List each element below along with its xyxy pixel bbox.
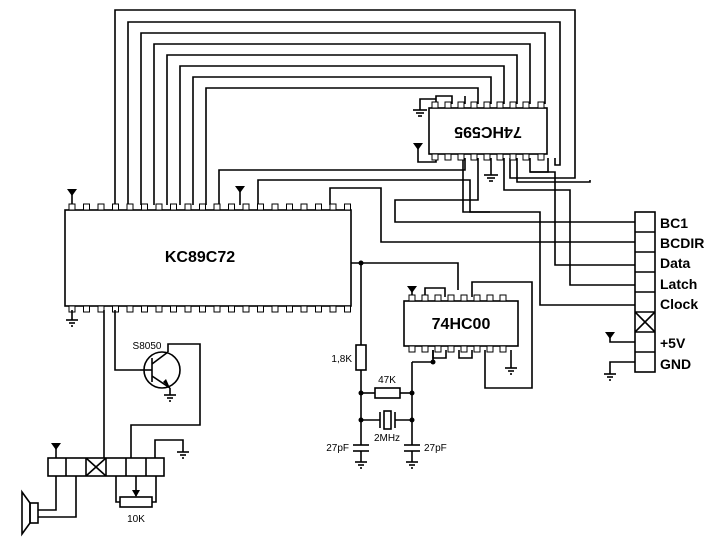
transistor: S8050	[130, 341, 201, 458]
resistor-47k: 47K	[374, 375, 401, 399]
mcu-pin	[184, 305, 192, 313]
mcu-pin	[271, 203, 279, 211]
mcu-pin	[184, 203, 192, 211]
mcu-pin	[170, 305, 177, 313]
capacitor-1: 27pF	[326, 443, 369, 469]
data-bus-wires	[114, 9, 576, 205]
resistor-2-label: 47K	[378, 375, 396, 386]
mcu-pin	[213, 305, 221, 313]
oscillator-wiring	[351, 260, 459, 445]
potentiometer: 10K	[115, 476, 157, 525]
mcu-bottom-wiring	[66, 310, 140, 458]
crystal-2mhz: 2MHz	[374, 410, 400, 444]
resistor-1-label: 1,8K	[331, 354, 352, 365]
transistor-label: S8050	[133, 341, 162, 352]
pin-label-gnd: GND	[660, 356, 691, 372]
potentiometer-label: 10K	[127, 514, 145, 525]
mcu-pin	[213, 203, 221, 211]
mcu-pin	[141, 305, 148, 313]
pin-label-clock: Clock	[660, 296, 698, 312]
mcu-pin	[83, 203, 90, 211]
mcu-label: KC89C72	[165, 249, 235, 266]
mcu-pin	[242, 305, 250, 313]
mcu-pin	[112, 203, 119, 211]
mcu-pin	[199, 203, 206, 211]
shift-register-pins	[431, 101, 545, 161]
mcu-pin	[257, 203, 264, 211]
mcu-pin	[199, 305, 206, 313]
mcu-pin	[344, 203, 351, 211]
mcu-pin	[228, 203, 235, 211]
mcu-pin	[170, 203, 177, 211]
mcu-pin	[257, 305, 264, 313]
mcu-pin	[155, 305, 163, 313]
speaker-icon	[21, 476, 77, 537]
pin-label-latch: Latch	[660, 276, 697, 292]
mcu-pin	[155, 203, 163, 211]
mcu-pin	[242, 203, 250, 211]
mcu-pin	[315, 203, 322, 211]
crystal-label: 2MHz	[374, 433, 400, 444]
mcu-pin	[271, 305, 279, 313]
mcu-pin	[300, 203, 308, 211]
control-wires	[67, 179, 635, 306]
pin-label-bc1: BC1	[660, 215, 688, 231]
resistor-1-8k: 1,8K	[331, 344, 367, 371]
mcu-pin	[97, 203, 105, 211]
mcu-pin	[286, 305, 293, 313]
mcu-pin	[126, 305, 134, 313]
mcu-pin	[286, 203, 293, 211]
nand-gate-wiring	[407, 281, 533, 389]
shift-register-label: 74HC595	[454, 123, 522, 140]
shift-register-top-wiring	[413, 95, 466, 117]
mcu-pins	[68, 203, 351, 313]
nand-gate-chip: 74HC00	[403, 294, 519, 353]
capacitor-1-label: 27pF	[326, 443, 349, 454]
mcu-pin	[126, 203, 134, 211]
mcu-pin	[329, 305, 337, 313]
capacitor-2: 27pF	[404, 443, 447, 469]
nand-gate-pins	[408, 294, 507, 353]
mcu-pin	[83, 305, 90, 313]
nand-gate-label: 74HC00	[432, 316, 491, 333]
capacitor-2-label: 27pF	[424, 443, 447, 454]
right-connector: BC1 BCDIR Data Latch Clock +5V GND	[604, 211, 704, 381]
pin-label-data: Data	[660, 255, 691, 271]
mcu-pin	[228, 305, 235, 313]
mcu-pin	[68, 203, 76, 211]
pin-label-bcdir: BCDIR	[660, 235, 704, 251]
mcu-pin	[344, 305, 351, 313]
shift-register-chip: 74HC595	[428, 101, 548, 161]
mcu-pin	[97, 305, 105, 313]
pin-label-5v: +5V	[660, 335, 686, 351]
mcu-pin	[300, 305, 308, 313]
mcu-pin	[329, 203, 337, 211]
shift-register-bottom-wiring	[394, 143, 635, 286]
audio-connector	[47, 439, 189, 477]
mcu-chip: KC89C72	[64, 203, 352, 313]
mcu-pin	[315, 305, 322, 313]
mcu-pin	[141, 203, 148, 211]
